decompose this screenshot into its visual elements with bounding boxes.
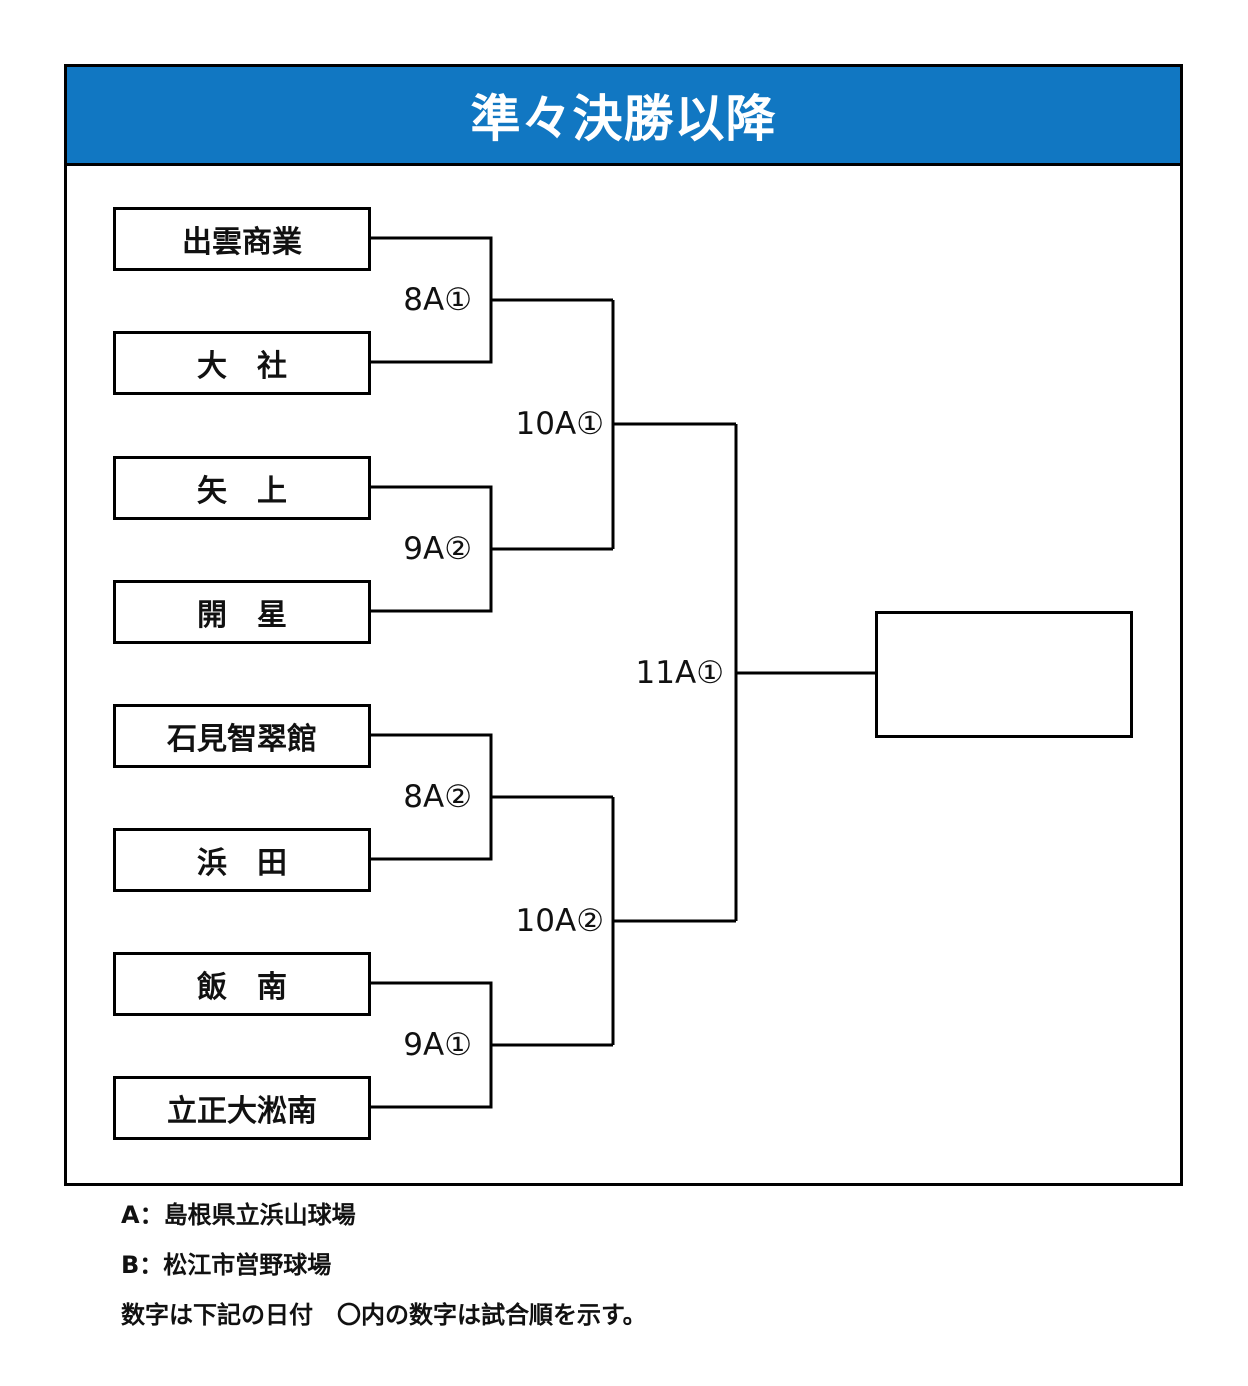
game-label: 8A② (403, 779, 472, 815)
venue-note-a: A：島根県立浜山球場 (121, 1201, 356, 1229)
game-label: 10A① (515, 406, 604, 442)
bracket-line-r1-2 (369, 485, 613, 613)
bracket-line-final (734, 424, 875, 921)
winner-box (875, 611, 1133, 738)
venue-note-b: B：松江市営野球場 (121, 1251, 332, 1279)
bracket-line-r2-2 (611, 797, 736, 1045)
team-slot: 石見智翠館 (113, 704, 371, 768)
team-slot: 矢 上 (113, 456, 371, 520)
game-label: 9A① (403, 1027, 472, 1063)
team-slot: 浜 田 (113, 828, 371, 892)
bracket-frame: 準々決勝以降 (64, 64, 1183, 1186)
team-slot: 出雲商業 (113, 207, 371, 271)
team-slot: 飯 南 (113, 952, 371, 1016)
bracket-line-r1-1 (369, 236, 613, 364)
team-slot: 大 社 (113, 331, 371, 395)
game-label: 10A② (515, 903, 604, 939)
team-slot: 立正大淞南 (113, 1076, 371, 1140)
team-slot: 開 星 (113, 580, 371, 644)
bracket-line-r1-3 (369, 733, 613, 861)
legend-note: 数字は下記の日付 〇内の数字は試合順を示す。 (121, 1301, 647, 1329)
page-title: 準々決勝以降 (67, 67, 1180, 166)
game-label-final: 11A① (635, 655, 724, 691)
game-label: 9A② (403, 531, 472, 567)
bracket-line-r1-4 (369, 981, 613, 1109)
game-label: 8A① (403, 282, 472, 318)
bracket-line-r2-1 (611, 300, 736, 549)
